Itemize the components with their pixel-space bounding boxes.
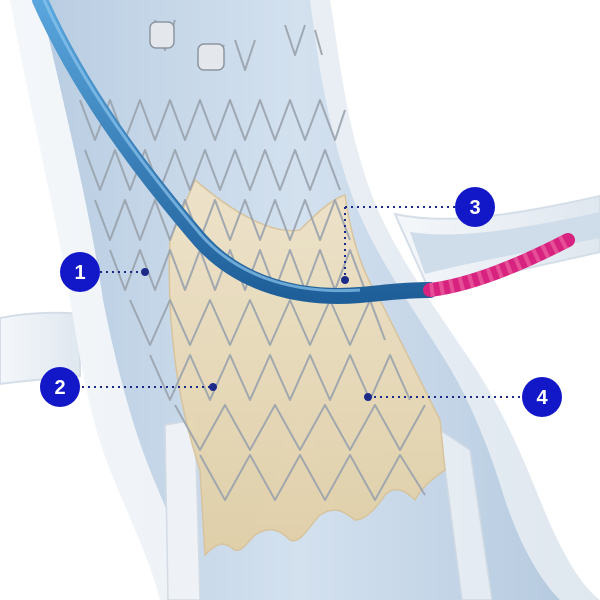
marker-4-label: 4	[536, 387, 548, 409]
left-branch-vessel	[0, 311, 81, 386]
leader-endpoint-4	[364, 393, 372, 401]
marker-2: 2	[40, 367, 80, 407]
marker-1: 1	[60, 252, 100, 292]
leader-endpoints	[141, 268, 372, 401]
catheter-tip	[423, 233, 575, 297]
leader-lines	[82, 206, 520, 398]
marker-4: 4	[522, 377, 562, 417]
marker-1-label: 1	[74, 262, 85, 284]
native-leaflet-right	[439, 428, 493, 600]
marker-3: 3	[455, 187, 495, 227]
stent-eyelets	[149, 21, 225, 71]
marker-2-label: 2	[54, 377, 65, 399]
delivery-catheter	[32, 0, 438, 304]
leader-endpoint-1	[141, 268, 149, 276]
leader-endpoint-2	[209, 383, 217, 391]
marker-3-label: 3	[469, 197, 480, 219]
right-branch-lumen	[410, 212, 600, 274]
catheter-highlight	[42, 0, 361, 293]
leader-endpoint-3	[341, 276, 349, 284]
